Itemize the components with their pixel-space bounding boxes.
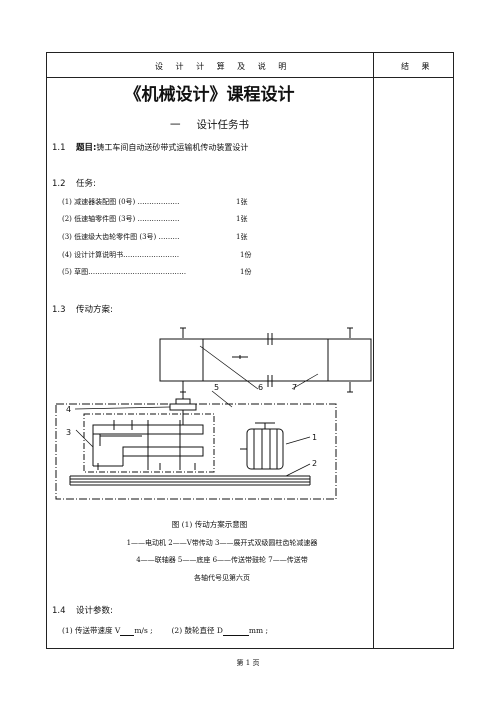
param-drum-diameter-label: (2) 鼓轮直径 D (171, 626, 223, 635)
param-belt-speed-label: (1) 传送带速度 V (62, 626, 121, 635)
task-item: (1) 减速器装配图 (0号) ……………… (62, 198, 180, 206)
task-item: (2) 低速轴零件图 (3号) ……………… (62, 215, 180, 223)
header-divider (46, 77, 454, 78)
coupling-bottom (169, 403, 197, 411)
task-item: (5) 草图…………………………………… (62, 268, 187, 276)
label-5: 5 (214, 383, 219, 392)
section-label: 设计参数: (76, 606, 113, 616)
task-qty: 1份 (240, 251, 252, 259)
gear-stage-2 (122, 446, 204, 457)
base-frame (55, 403, 337, 500)
section-1-2: 1.2 任务: (52, 177, 96, 189)
task-qty: 1张 (236, 198, 248, 206)
label-6: 6 (258, 383, 263, 392)
diagram-caption: 图 (1) 传动方案示意图 (171, 520, 248, 529)
label-1: 1 (312, 433, 317, 442)
form-frame (46, 52, 454, 649)
legend-line-2: 4——联轴器 5——底座 6——传送带鼓轮 7——传送带 (136, 556, 308, 564)
section-number: 1.2 (52, 179, 66, 189)
task-qty: 1张 (236, 233, 248, 241)
task-qty: 1张 (236, 215, 248, 223)
section-1-4: 1.4 设计参数: (52, 604, 113, 616)
task-qty: 1份 (240, 268, 252, 276)
section-number: 1.1 (52, 143, 66, 153)
legend-line-3: 各轴代号见第六页 (194, 574, 250, 582)
task-item: (3) 低速级大齿轮零件图 (3号) ……… (62, 233, 180, 241)
param-drum-diameter-blank (222, 635, 249, 636)
motor (246, 428, 284, 470)
param-belt-speed-unit: m/s ; (134, 626, 153, 635)
column-divider (373, 52, 374, 649)
label-4: 4 (66, 405, 71, 414)
param-belt-speed-blank (120, 635, 135, 636)
reducer-housing (83, 413, 215, 473)
header-right: 结 果 (401, 62, 435, 71)
drum-right (327, 338, 372, 382)
header-left: 设 计 计 算 及 说 明 (155, 62, 292, 71)
section-heading: 一 设计任务书 (46, 117, 373, 132)
page-title: 《机械设计》课程设计 (124, 85, 295, 105)
drum-left (159, 338, 204, 382)
section-1-1: 1.1 题目:铸工车间自动送砂带式运输机传动装置设计 (52, 141, 248, 153)
section-1-3: 1.3 传动方案: (52, 303, 113, 315)
design-params: (1) 传送带速度 V m/s ; (2) 鼓轮直径 D mm ; (62, 625, 268, 636)
section-heading-text: 设计任务书 (196, 119, 250, 131)
param-drum-diameter-unit: mm ; (248, 626, 269, 635)
label-7: 7 (292, 383, 297, 392)
section-label: 传动方案: (76, 305, 113, 315)
section-text: 铸工车间自动送砂带式运输机传动装置设计 (96, 143, 249, 152)
section-number: 1.4 (52, 606, 66, 616)
section-heading-number: 一 (170, 119, 181, 131)
section-label: 题目: (76, 143, 97, 153)
coupling-top (175, 398, 191, 405)
section-number: 1.3 (52, 305, 66, 315)
legend-line-1: 1——电动机 2——V带传动 3——展开式双级圆柱齿轮减速器 (126, 539, 318, 547)
label-3: 3 (66, 428, 71, 437)
page-number: 第 1 页 (236, 659, 260, 667)
label-2: 2 (312, 459, 317, 468)
task-item: (4) 设计计算说明书…………………… (62, 251, 180, 259)
section-label: 任务: (76, 179, 96, 189)
